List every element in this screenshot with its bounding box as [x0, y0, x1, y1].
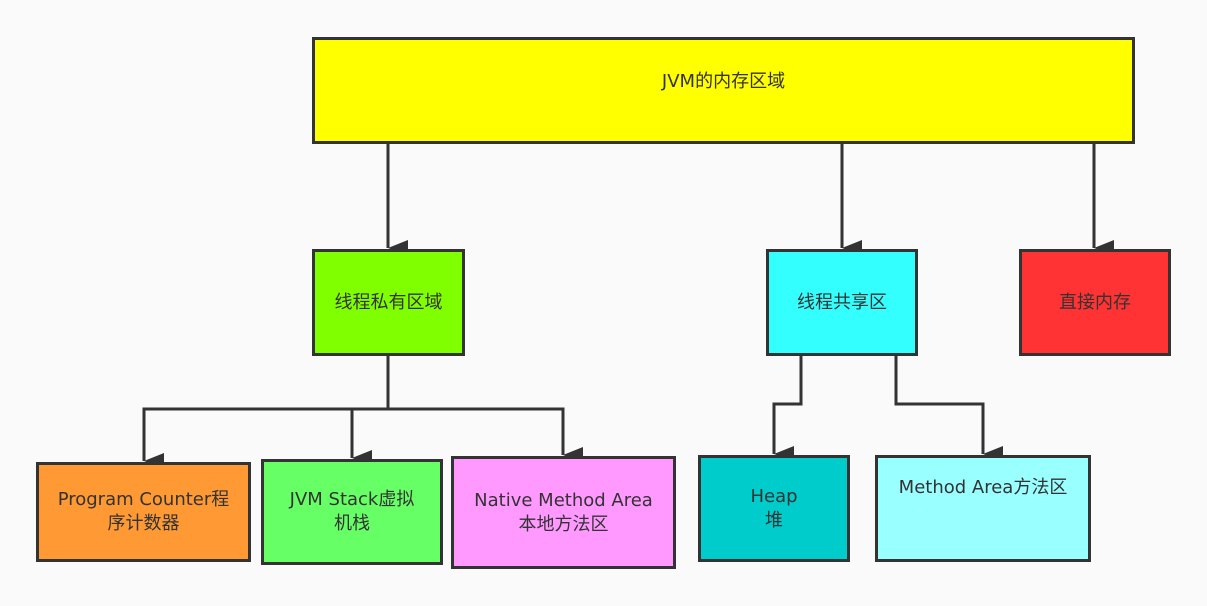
node-label-line2: 序计数器 — [107, 513, 180, 534]
node-label-line1: Program Counter程 — [57, 489, 230, 510]
node-thread-private-area: 线程私有区域 — [312, 249, 465, 356]
edge-shared-to-heap — [772, 356, 803, 462]
node-label: 线程私有区域 — [334, 291, 443, 313]
node-label-line1: Heap — [750, 485, 798, 507]
edge-shared-to-method-area — [894, 356, 1003, 462]
node-jvm-stack: JVM Stack虚拟 机栈 — [261, 459, 443, 565]
node-thread-shared-area: 线程共享区 — [766, 249, 918, 356]
edge-private-to-jvm-stack — [350, 407, 388, 466]
node-jvm-memory-areas: JVM的内存区域 — [312, 37, 1135, 144]
node-label-line2: 堆 — [765, 509, 783, 531]
node-heap: Heap 堆 — [698, 455, 850, 562]
node-label-line2: 本地方法区 — [518, 513, 609, 535]
node-native-method-area: Native Method Area 本地方法区 — [451, 456, 676, 569]
node-method-area: Method Area方法区 — [875, 455, 1091, 562]
edge-private-to-program-counter — [142, 356, 390, 469]
node-label-line2: 机栈 — [334, 513, 370, 534]
node-label: JVM的内存区域 — [661, 71, 786, 92]
edge-private-to-native-method-area — [388, 407, 583, 463]
node-direct-memory: 直接内存 — [1019, 249, 1171, 356]
node-label: Method Area方法区 — [898, 477, 1068, 498]
node-label-line1: JVM Stack虚拟 — [289, 489, 415, 510]
node-program-counter: Program Counter程 序计数器 — [36, 462, 251, 562]
node-label: 直接内存 — [1059, 291, 1131, 313]
node-label-line1: Native Method Area — [474, 489, 653, 511]
node-label: 线程共享区 — [797, 291, 887, 313]
